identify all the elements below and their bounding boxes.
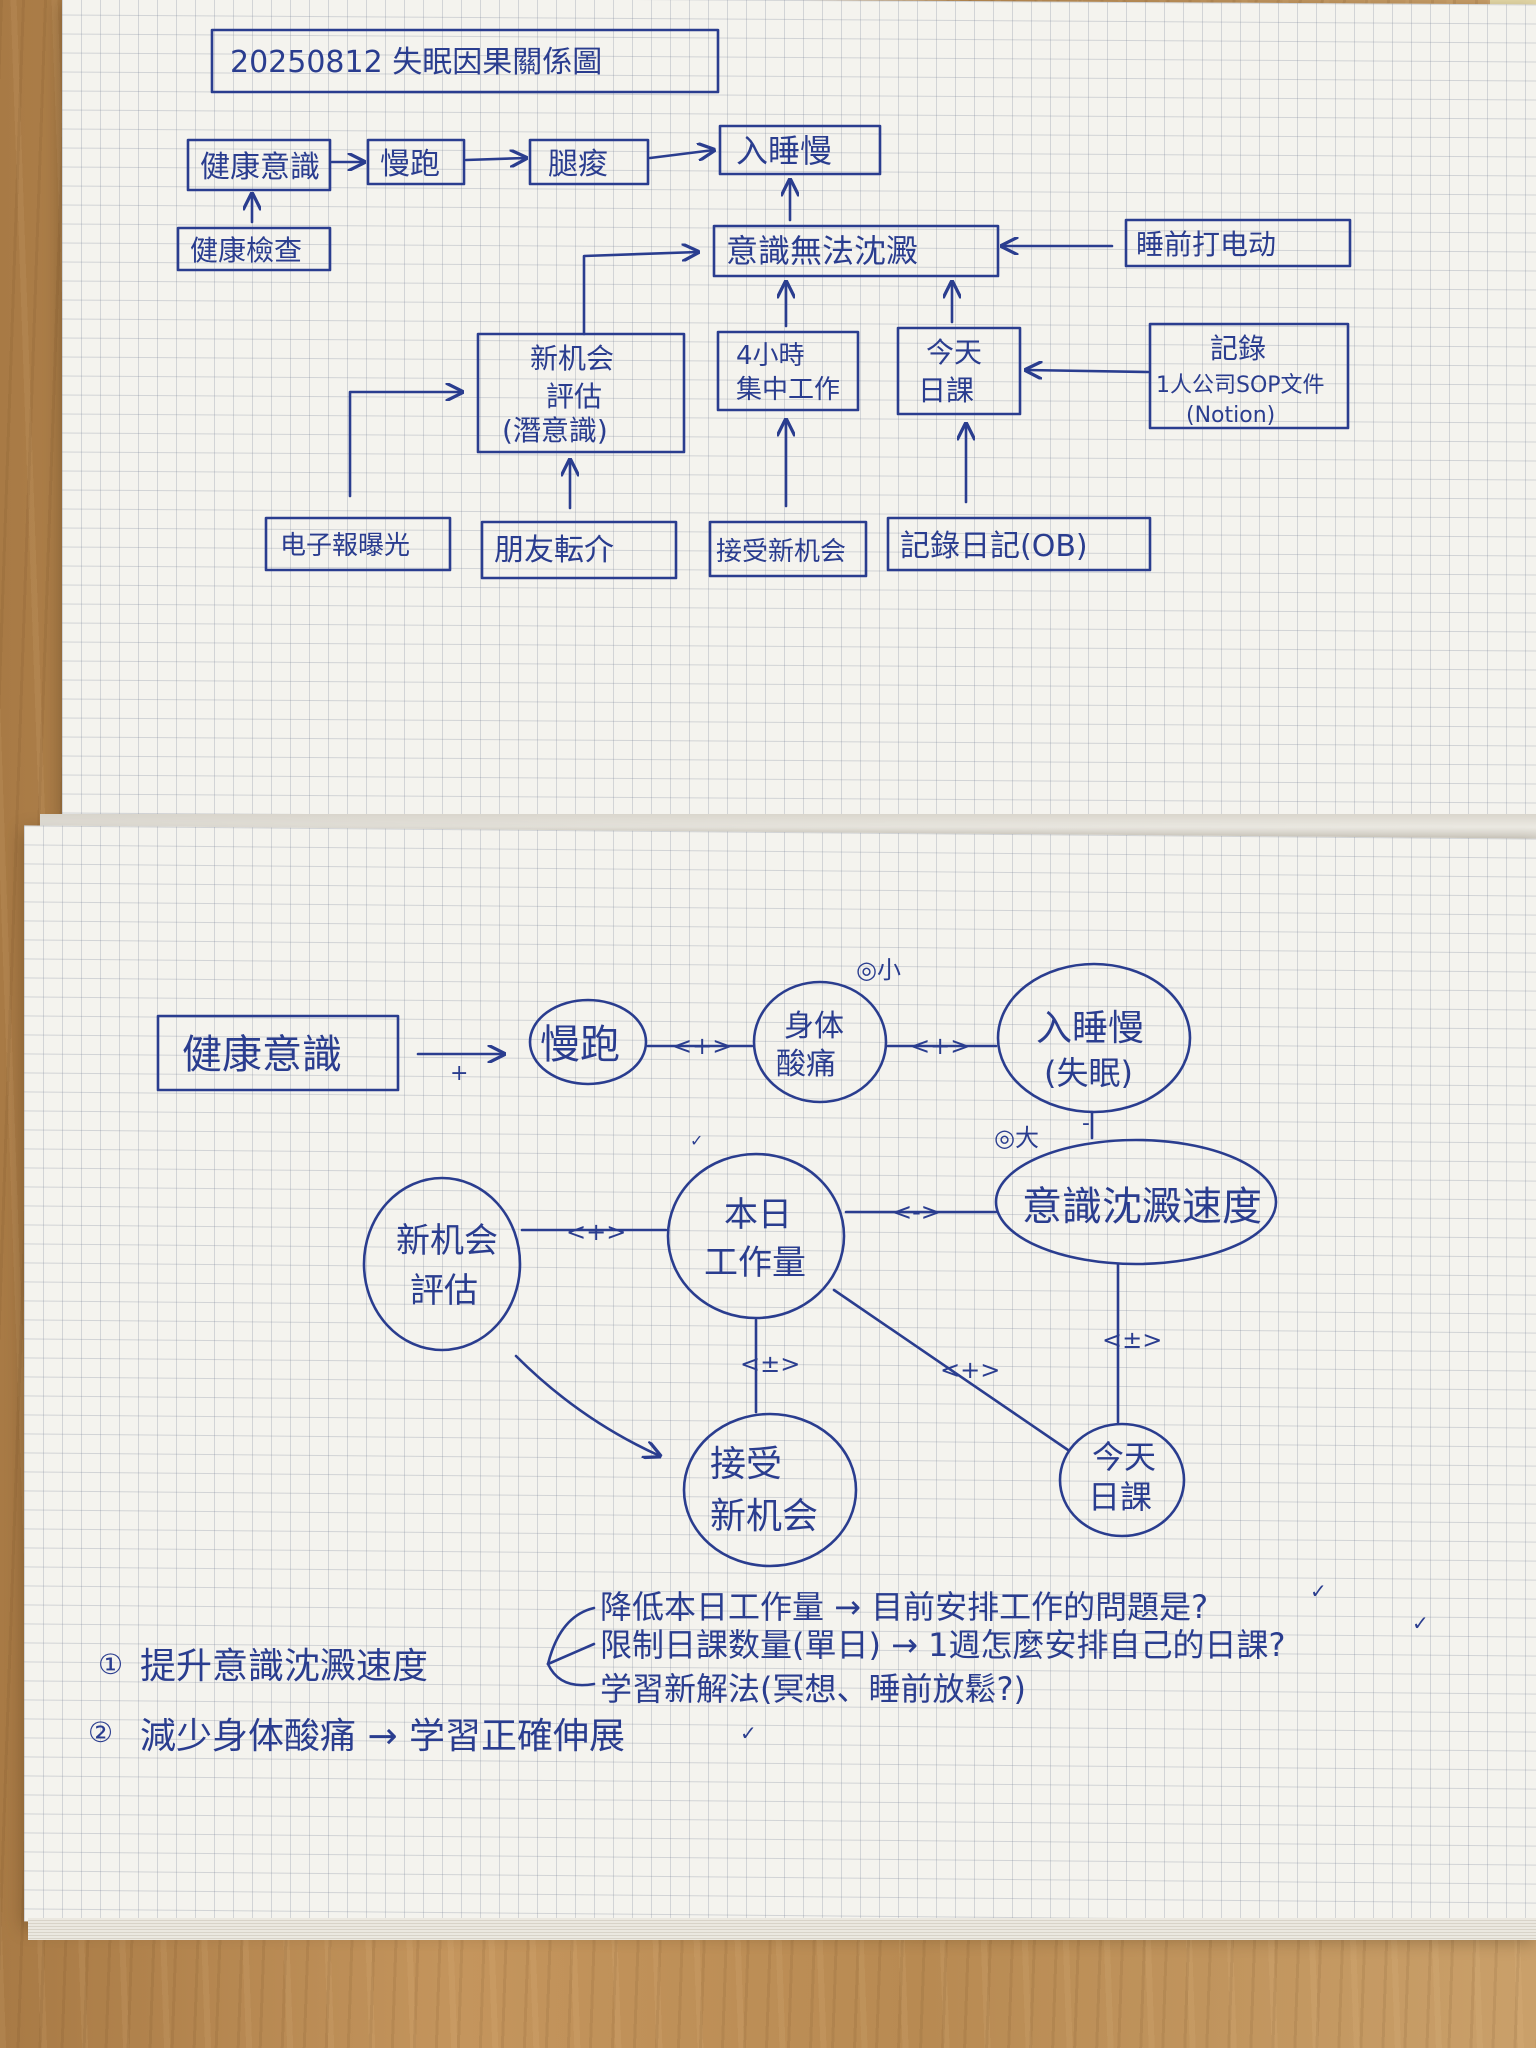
svg-text:(潛意識): (潛意識) — [502, 414, 608, 447]
loop-node-mind-settling-speed: 意識沈澱 速度 — [994, 1138, 1278, 1266]
top-edges — [252, 150, 1150, 510]
svg-text:电子報曝光: 电子報曝光 — [280, 531, 410, 561]
annotation-small-mark: ◎小 — [856, 956, 901, 984]
loop-node-today-workload: 本日 工作量 — [666, 1152, 846, 1320]
loop-node-falling-asleep-slow: 入睡慢 (失眠) — [996, 962, 1192, 1114]
svg-text:健康意識: 健康意識 — [182, 1032, 342, 1078]
check-mark-2: ✓ — [1412, 1611, 1429, 1635]
svg-text:集中工作: 集中工作 — [736, 375, 840, 405]
svg-text:今天: 今天 — [926, 336, 982, 369]
svg-text:朋友転介: 朋友転介 — [494, 533, 614, 568]
annotation-large-mark: ◎大 — [994, 1124, 1039, 1152]
node-leg-soreness: 腿痠 — [528, 138, 650, 186]
edge-label-workload-tasks: <+> — [940, 1356, 1000, 1384]
svg-text:睡前打电动: 睡前打电动 — [1136, 228, 1276, 261]
node-new-opportunity-eval: 新机会 評估 (潛意識) — [476, 332, 686, 454]
check-mark-1: ✓ — [1310, 1579, 1327, 1603]
notebook-page-edges — [28, 1918, 1536, 1940]
loop-node-new-opportunity-eval: 新机会 評估 — [362, 1176, 522, 1352]
svg-text:接受新机会: 接受新机会 — [716, 537, 846, 567]
svg-text:慢跑: 慢跑 — [380, 147, 440, 182]
action-item-2-text: 減少身体酸痛 → 学習正確伸展 — [140, 1716, 625, 1757]
annotation-tick: ✓ — [690, 1131, 703, 1150]
svg-text:新机会: 新机会 — [396, 1221, 498, 1261]
action-item-1-branch-2: 限制日課数量(單日) → 1週怎麼安排自己的日課? — [600, 1626, 1285, 1664]
edge-label-workload-mind: <-> — [892, 1198, 941, 1226]
loop-node-health-awareness: 健康意識 — [156, 1014, 400, 1092]
action-item-1-number: ① — [98, 1648, 123, 1681]
svg-text:4小時: 4小時 — [736, 341, 805, 371]
diagram-title: 20250812 失眠因果關係圖 — [230, 45, 602, 80]
node-record-sop: 記錄 1人公司SOP文件 (Notion) — [1148, 322, 1350, 430]
node-newsletter-exposure: 电子報曝光 — [264, 516, 452, 572]
svg-text:酸痛: 酸痛 — [776, 1047, 836, 1082]
loop-node-body-soreness: 身体 酸痛 — [752, 980, 888, 1104]
svg-text:評估: 評估 — [410, 1271, 478, 1311]
action-item-2-number: ② — [88, 1716, 113, 1749]
svg-text:健康檢查: 健康檢查 — [190, 234, 302, 267]
svg-text:身体: 身体 — [784, 1009, 844, 1044]
node-mind-cannot-calm: 意識無法沈澱 — [712, 224, 1000, 278]
edge-label-mind-tasks: <±> — [1102, 1326, 1162, 1354]
svg-text:入睡慢: 入睡慢 — [1036, 1008, 1144, 1049]
top-causal-diagram: 20250812 失眠因果關係圖 健康意識 慢跑 腿痠 入睡慢 健康檢查 意識無… — [176, 28, 1352, 580]
action-item-1-branch-3: 学習新解法(冥想、睡前放鬆?) — [600, 1670, 1026, 1708]
bottom-causal-loop-diagram: 健康意識 慢跑 身体 酸痛 入睡慢 (失眠) 意識沈澱 速度 新机会 評估 — [156, 956, 1278, 1568]
title-box: 20250812 失眠因果關係圖 — [210, 28, 720, 94]
loop-node-daily-tasks: 今天 日課 — [1058, 1422, 1186, 1538]
svg-text:意識無法沈澱: 意識無法沈澱 — [726, 232, 918, 270]
loop-node-accept-new-opportunity: 接受 新机会 — [682, 1412, 858, 1568]
node-falling-asleep-slow: 入睡慢 — [718, 124, 882, 176]
edge-label-workload-accept: <±> — [740, 1350, 800, 1378]
node-focused-work: 4小時 集中工作 — [716, 330, 860, 412]
svg-text:工作量: 工作量 — [704, 1243, 806, 1283]
node-health-check: 健康檢查 — [176, 226, 332, 272]
svg-text:慢跑: 慢跑 — [540, 1022, 620, 1068]
loop-node-jogging: 慢跑 — [528, 998, 648, 1086]
svg-text:新机会: 新机会 — [530, 342, 614, 375]
svg-text:今天: 今天 — [1092, 1438, 1156, 1476]
edge-label-eval-workload: <+> — [566, 1218, 626, 1246]
svg-text:健康意識: 健康意識 — [200, 150, 320, 185]
svg-text:記錄: 記錄 — [1210, 332, 1266, 365]
svg-text:腿痠: 腿痠 — [548, 147, 608, 182]
action-item-1-branch-1: 降低本日工作量 → 目前安排工作的問題是? — [600, 1588, 1208, 1626]
edge-label-jogging-soreness: <+> — [672, 1032, 732, 1060]
loop-edges: + <+> <+> - <+> <-> <±> <+> <±> — [416, 1032, 1162, 1456]
svg-text:速度: 速度 — [1182, 1184, 1262, 1230]
svg-text:記錄日記(OB): 記錄日記(OB) — [900, 529, 1088, 564]
svg-text:日課: 日課 — [918, 374, 974, 407]
edge-label-soreness-sleep: <+> — [910, 1032, 970, 1060]
node-phone-before-sleep: 睡前打电动 — [1124, 218, 1352, 268]
svg-text:入睡慢: 入睡慢 — [736, 132, 832, 170]
svg-text:(Notion): (Notion) — [1186, 403, 1275, 428]
node-record-diary: 記錄日記(OB) — [886, 516, 1152, 572]
node-jogging: 慢跑 — [366, 138, 466, 186]
check-mark-3: ✓ — [740, 1721, 757, 1745]
edge-label-mind-sleep: - — [1082, 1111, 1090, 1136]
svg-text:日課: 日課 — [1088, 1478, 1152, 1516]
node-health-awareness: 健康意識 — [186, 138, 332, 192]
svg-text:本日: 本日 — [724, 1195, 792, 1235]
svg-text:評估: 評估 — [546, 380, 602, 413]
svg-text:新机会: 新机会 — [710, 1496, 818, 1537]
svg-text:1人公司SOP文件: 1人公司SOP文件 — [1156, 373, 1325, 398]
svg-text:接受: 接受 — [710, 1444, 782, 1485]
svg-text:(失眠): (失眠) — [1044, 1054, 1133, 1092]
node-daily-tasks: 今天 日課 — [896, 326, 1022, 416]
action-item-1-text: 提升意識沈澱速度 — [140, 1646, 428, 1687]
edge-label-health-jogging: + — [450, 1061, 468, 1086]
svg-text:意識沈澱: 意識沈澱 — [1022, 1184, 1182, 1230]
node-friend-referral: 朋友転介 — [480, 520, 678, 580]
action-notes: ① 提升意識沈澱速度 降低本日工作量 → 目前安排工作的問題是? ✓ 限制日課数… — [88, 1579, 1429, 1757]
node-accept-new-opportunity: 接受新机会 — [708, 520, 868, 578]
